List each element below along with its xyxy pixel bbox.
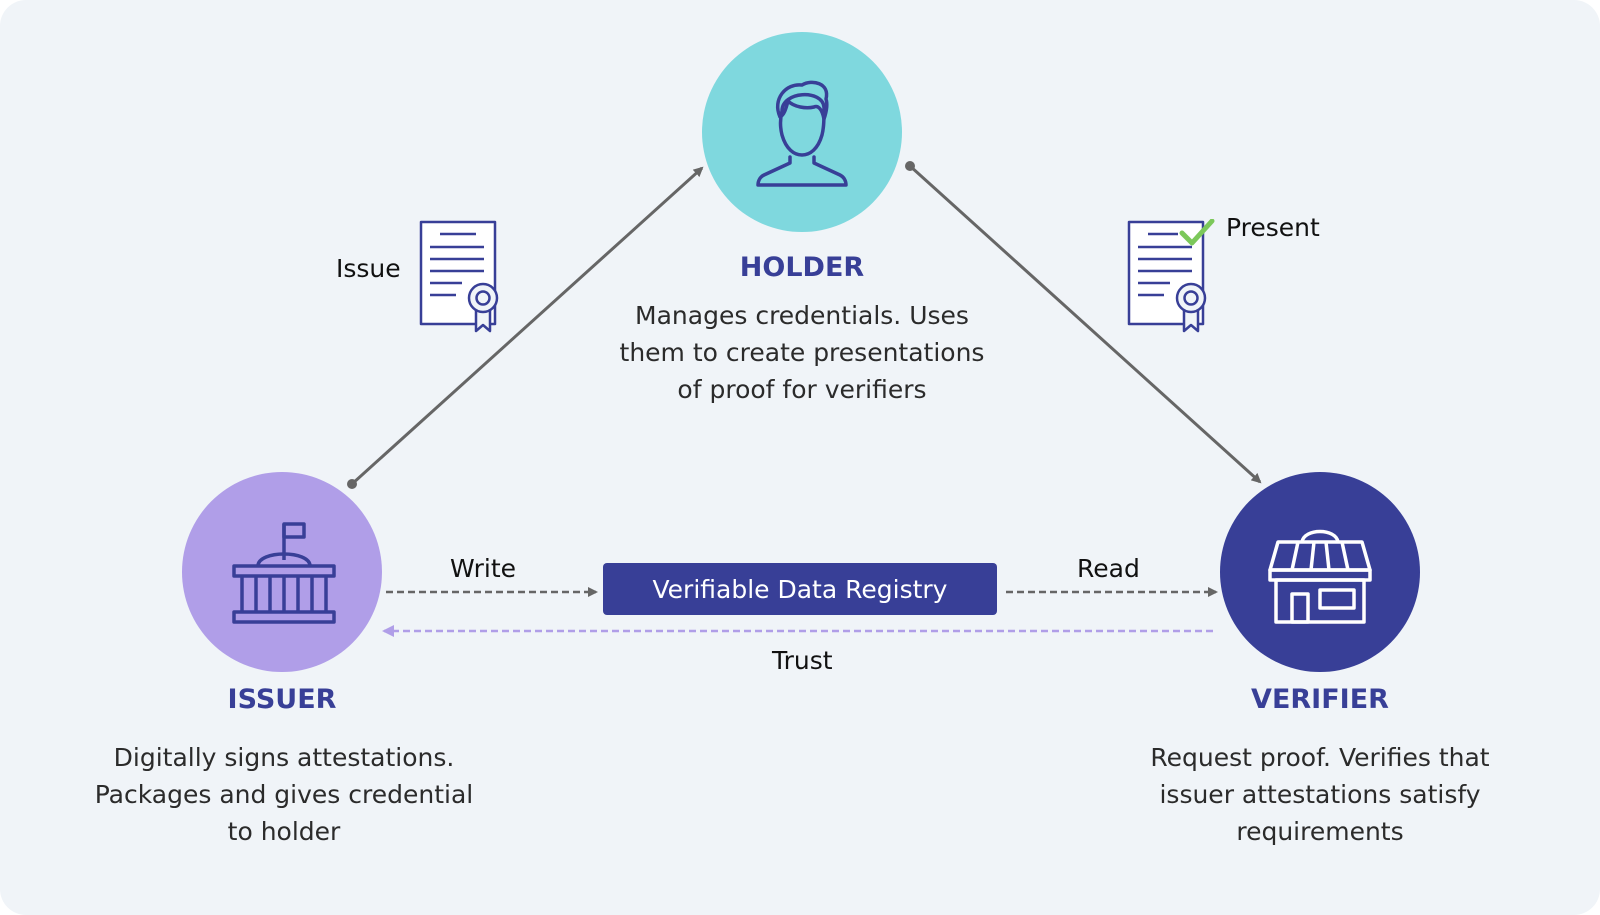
verifiable-data-registry: Verifiable Data Registry bbox=[603, 563, 997, 615]
write-label: Write bbox=[450, 554, 517, 583]
credential-certificate-icon bbox=[419, 220, 499, 333]
verified-credential-icon bbox=[1127, 219, 1215, 333]
government-building-icon bbox=[232, 522, 336, 624]
holder-circle bbox=[702, 32, 902, 232]
verifier-description: Request proof. Verifies that issuer atte… bbox=[1150, 743, 1490, 846]
present-label: Present bbox=[1226, 213, 1320, 242]
person-icon bbox=[756, 80, 848, 187]
issuer-circle bbox=[182, 472, 382, 672]
verifier-circle bbox=[1220, 472, 1420, 672]
verifier-title: VERIFIER bbox=[1251, 684, 1389, 715]
issue-label: Issue bbox=[336, 254, 401, 283]
present-arrow bbox=[908, 164, 1262, 484]
holder-title: HOLDER bbox=[739, 252, 865, 283]
issuer-title: ISSUER bbox=[227, 684, 337, 715]
storefront-icon bbox=[1268, 529, 1372, 624]
checkmark-icon bbox=[1179, 219, 1215, 246]
issue-arrow bbox=[350, 166, 704, 486]
trust-label: Trust bbox=[772, 646, 833, 675]
read-label: Read bbox=[1077, 554, 1140, 583]
holder-description: Manages credentials. Uses them to create… bbox=[619, 301, 985, 404]
issuer-description: Digitally signs attestations. Packages a… bbox=[94, 743, 474, 846]
